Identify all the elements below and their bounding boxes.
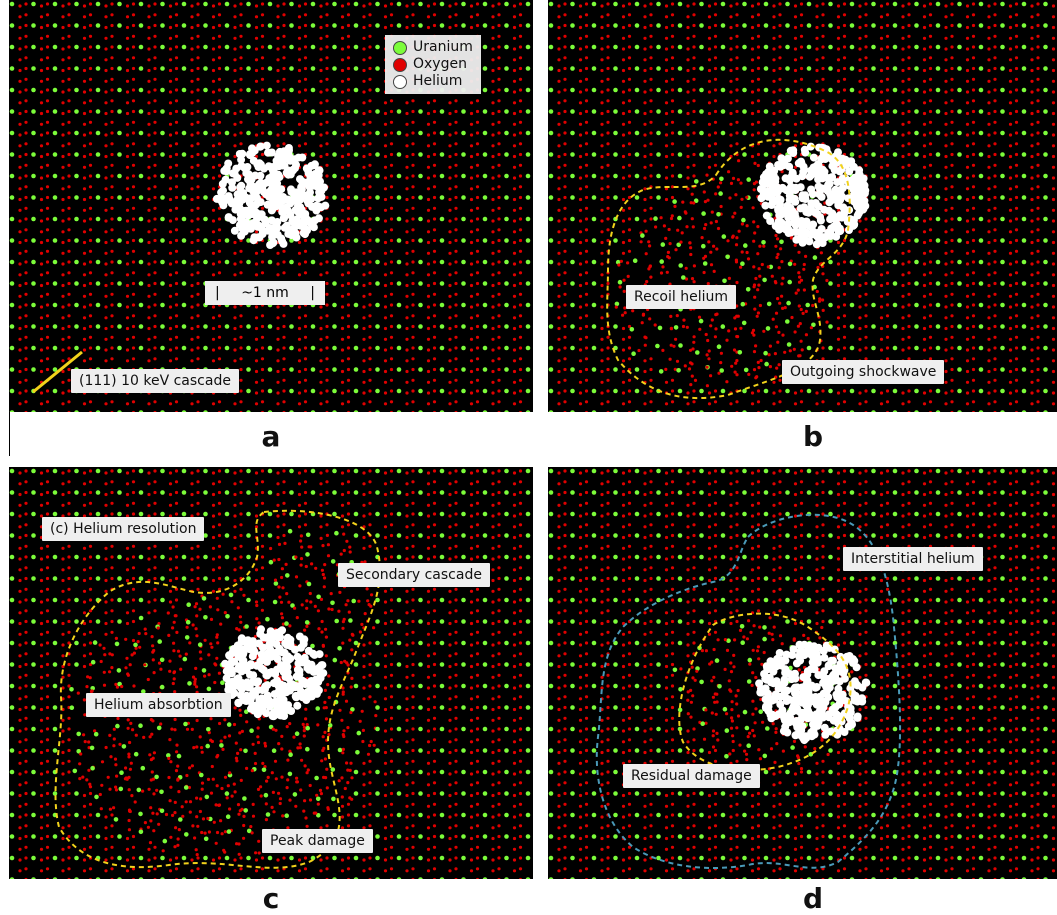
legend-label: Helium — [413, 73, 462, 90]
panel-letter-d: d — [793, 882, 833, 915]
residual-inner-boundary — [679, 614, 850, 770]
oxygen-dot-icon — [393, 58, 407, 72]
secondary-cascade-label: Secondary cascade — [338, 563, 490, 587]
panel-letter-b: b — [793, 420, 833, 453]
legend-label: Uranium — [413, 39, 473, 56]
atom-legend: Uranium Oxygen Helium — [385, 35, 481, 94]
panel-c: (c) Helium resolution Secondary cascade … — [9, 467, 533, 879]
panel-a-edge-line — [9, 412, 10, 456]
scale-bar-right-tick: | — [310, 285, 315, 301]
legend-label: Oxygen — [413, 56, 467, 73]
helium-resolution-label: (c) Helium resolution — [42, 517, 204, 541]
panel-b-overlay — [548, 0, 1057, 412]
panel-d: Interstitial helium Residual damage — [548, 467, 1057, 879]
peak-damage-boundary — [56, 511, 380, 868]
panel-b: Recoil helium Outgoing shockwave — [548, 0, 1057, 412]
legend-item-oxygen: Oxygen — [393, 56, 473, 73]
legend-item-uranium: Uranium — [393, 39, 473, 56]
helium-absorbtion-label: Helium absorbtion — [86, 693, 231, 717]
peak-damage-label: Peak damage — [262, 829, 373, 853]
panel-letter-a: a — [251, 420, 291, 453]
scale-bar: | ~1 nm | — [205, 281, 325, 305]
helium-dot-icon — [393, 75, 407, 89]
recoil-helium-label: Recoil helium — [626, 285, 736, 309]
scale-bar-label: ~1 nm — [241, 285, 289, 301]
interstitial-helium-label: Interstitial helium — [843, 547, 983, 571]
uranium-dot-icon — [393, 41, 407, 55]
legend-item-helium: Helium — [393, 73, 473, 90]
cascade-label: (111) 10 keV cascade — [71, 369, 239, 393]
residual-damage-label: Residual damage — [623, 764, 760, 788]
outgoing-shockwave-label: Outgoing shockwave — [782, 360, 944, 384]
panel-d-overlay — [548, 467, 1057, 879]
scale-bar-left-tick: | — [215, 285, 220, 301]
panel-letter-c: c — [251, 882, 291, 915]
panel-a: Uranium Oxygen Helium | ~1 nm | (111) 10… — [9, 0, 533, 412]
